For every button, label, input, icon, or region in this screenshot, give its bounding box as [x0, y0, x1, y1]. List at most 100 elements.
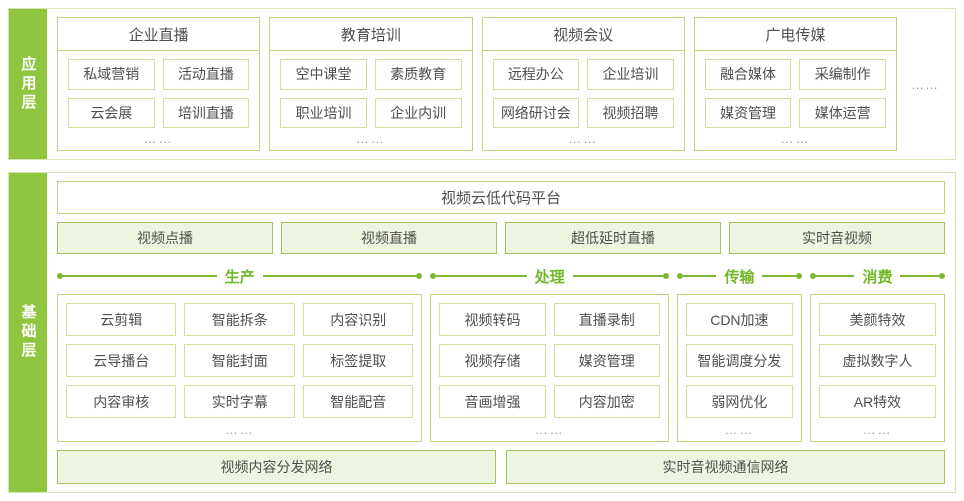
divider-line [815, 275, 855, 277]
category-divider: 传输 [676, 267, 802, 286]
capability-item: 云剪辑 [66, 303, 177, 336]
capability-item: 弱网优化 [685, 385, 793, 418]
application-item: 空中课堂 [280, 59, 367, 90]
capability-item: 美颜特效 [818, 303, 936, 336]
application-groups: 企业直播私域营销活动直播云会展培训直播……教育培训空中课堂素质教育职业培训企业内… [57, 17, 897, 151]
capability-item: 直播录制 [553, 303, 660, 336]
application-group-grid: 私域营销活动直播云会展培训直播 [58, 51, 259, 130]
category-grid: 美颜特效虚拟数字人 AR特效 [818, 303, 936, 418]
application-item: 远程办公 [492, 59, 580, 90]
application-item: 网络研讨会 [492, 97, 580, 128]
category-divider: 处理 [430, 267, 669, 286]
divider-dot-icon [430, 273, 437, 279]
divider-line [572, 275, 663, 277]
cloud-service-box: 视频点播 [57, 222, 273, 254]
cloud-service-box: 超低延时直播 [505, 222, 721, 254]
category-divider: 消费 [809, 267, 946, 286]
application-item: 培训直播 [162, 97, 250, 128]
application-layer-content: 企业直播私域营销活动直播云会展培训直播……教育培训空中课堂素质教育职业培训企业内… [47, 9, 955, 159]
divider-dot-icon [57, 273, 63, 279]
capability-item: 音画增强 [439, 385, 546, 418]
category-grid: CDN加速智能调度分发弱网优化 [685, 303, 793, 418]
capability-item: 视频存储 [439, 344, 546, 377]
group-ellipsis: …… [724, 422, 755, 437]
application-item: 企业培训 [587, 59, 674, 90]
application-item: 企业内训 [374, 97, 462, 128]
application-layer-tab: 应用层 [9, 9, 47, 159]
capability-item: 内容审核 [66, 385, 177, 418]
divider-line [762, 275, 796, 277]
application-item: 视频招聘 [587, 97, 674, 128]
capability-item: AR特效 [818, 385, 936, 418]
group-ellipsis: …… [568, 131, 599, 146]
category-label: 消费 [862, 268, 893, 286]
application-item: 素质教育 [374, 59, 462, 90]
capability-item: 实时字幕 [184, 385, 295, 418]
capability-category: 消费美颜特效虚拟数字人 AR特效 …… [809, 267, 946, 442]
category-label: 处理 [534, 268, 565, 286]
cloud-services-row: 视频点播视频直播超低延时直播实时音视频 [57, 222, 945, 254]
application-layer-section: 应用层 企业直播私域营销活动直播云会展培训直播……教育培训空中课堂素质教育职业培… [8, 8, 956, 160]
divider-dot-icon [662, 273, 669, 279]
application-group-grid: 融合媒体采编制作媒资管理媒体运营 [695, 51, 896, 130]
category-grid: 云剪辑智能拆条内容识别云导播台智能封面标签提取内容审核实时字幕智能配音 [66, 303, 414, 418]
application-group-title: 视频会议 [482, 18, 684, 51]
category-label: 生产 [224, 268, 255, 286]
base-layer-content: 视频云低代码平台 视频点播视频直播超低延时直播实时音视频 生产云剪辑智能拆条内容… [47, 173, 955, 492]
more-applications-ellipsis: …… [911, 76, 939, 92]
divider-line [63, 275, 217, 277]
capability-item: 智能封面 [184, 344, 295, 377]
group-ellipsis: …… [355, 131, 386, 146]
capability-item: 智能配音 [302, 385, 414, 418]
application-item: 媒资管理 [704, 97, 792, 128]
capability-item: CDN加速 [685, 303, 793, 336]
divider-dot-icon [416, 273, 423, 279]
application-item: 云会展 [68, 97, 155, 128]
group-ellipsis: …… [780, 131, 811, 146]
category-box: 视频转码直播录制视频存储媒资管理音画增强内容加密…… [430, 294, 669, 442]
capability-item: 内容加密 [553, 385, 660, 418]
group-ellipsis: …… [224, 422, 255, 437]
capability-item: 云导播台 [66, 344, 177, 377]
capability-item: 智能调度分发 [685, 344, 793, 377]
capability-categories-row: 生产云剪辑智能拆条内容识别云导播台智能封面标签提取内容审核实时字幕智能配音 …… 处… [57, 267, 946, 442]
category-box: 云剪辑智能拆条内容识别云导播台智能封面标签提取内容审核实时字幕智能配音 …… [57, 294, 423, 442]
capability-item: 内容识别 [302, 303, 414, 336]
divider-dot-icon [676, 273, 683, 279]
divider-line [436, 275, 527, 277]
category-label: 传输 [724, 268, 755, 286]
capability-category: 生产云剪辑智能拆条内容识别云导播台智能封面标签提取内容审核实时字幕智能配音 …… [57, 267, 423, 442]
base-layer-tab: 基础层 [9, 173, 47, 492]
capability-item: 虚拟数字人 [818, 344, 936, 377]
category-box: 美颜特效虚拟数字人 AR特效 …… [809, 294, 945, 442]
category-box: CDN加速智能调度分发弱网优化 …… [676, 294, 802, 442]
application-item: 媒体运营 [799, 97, 886, 128]
application-item: 活动直播 [162, 59, 250, 90]
application-item: 采编制作 [799, 59, 886, 90]
application-group: 企业直播私域营销活动直播云会展培训直播…… [57, 17, 261, 151]
application-group-title: 企业直播 [58, 18, 260, 51]
divider-dot-icon [809, 273, 816, 279]
application-group: 视频会议远程办公企业培训网络研讨会视频招聘…… [481, 17, 685, 151]
group-ellipsis: …… [862, 422, 893, 437]
application-group-grid: 远程办公企业培训网络研讨会视频招聘 [483, 51, 684, 130]
application-item: 私域营销 [68, 59, 155, 90]
capability-item: 视频转码 [439, 303, 546, 336]
category-grid: 视频转码直播录制视频存储媒资管理音画增强内容加密 [439, 303, 660, 418]
divider-dot-icon [795, 273, 802, 279]
application-group-title: 广电传媒 [694, 18, 896, 51]
capability-item: 媒资管理 [553, 344, 660, 377]
network-box: 实时音视频通信网络 [506, 450, 945, 484]
group-ellipsis: …… [143, 131, 174, 146]
capability-item: 智能拆条 [184, 303, 295, 336]
capability-item: 标签提取 [302, 344, 414, 377]
divider-line [682, 275, 717, 277]
capability-category: 传输 CDN加速智能调度分发弱网优化 …… [676, 267, 802, 442]
cloud-service-box: 视频直播 [281, 222, 497, 254]
application-group: 教育培训空中课堂素质教育职业培训企业内训…… [269, 17, 473, 151]
application-group: 广电传媒融合媒体采编制作媒资管理媒体运营…… [693, 17, 897, 151]
category-divider: 生产 [57, 267, 423, 286]
low-code-platform-box: 视频云低代码平台 [57, 181, 945, 214]
cloud-service-box: 实时音视频 [729, 222, 945, 254]
